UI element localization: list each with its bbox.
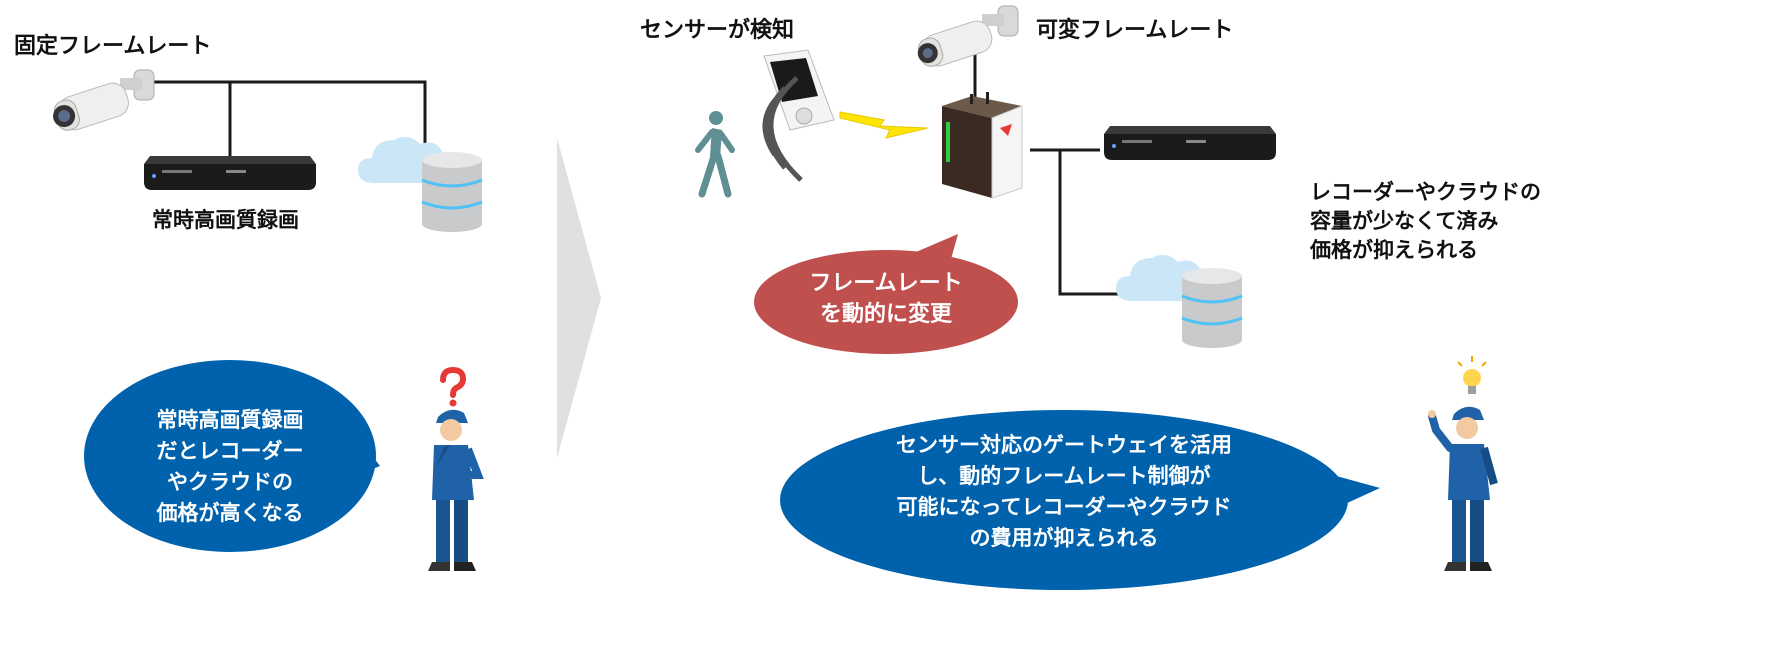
recorder-icon	[1104, 126, 1276, 160]
worker-icon	[428, 409, 484, 571]
recorder-caption: 常時高画質録画	[152, 208, 299, 232]
right-bubble-text: センサー対応のゲートウェイを活用 し、動的フレームレート制御が 可能になってレコ…	[854, 430, 1274, 554]
left-speech-bubble	[84, 360, 380, 552]
left-bubble-line: やクラウドの	[167, 470, 293, 494]
left-bubble-line: 価格が高くなる	[156, 501, 304, 525]
red-bubble-text: フレームレート を動的に変更	[786, 268, 986, 330]
transition-arrow	[557, 138, 601, 458]
left-bubble-line: 常時高画質録画	[156, 408, 304, 432]
result-line: 容量が少なくて済み	[1310, 209, 1499, 233]
security-camera-icon	[917, 5, 1019, 67]
gateway-icon	[942, 92, 1023, 199]
right-bubble-line: の費用が抑えられる	[969, 526, 1159, 550]
left-bubble-line: だとレコーダー	[156, 439, 304, 463]
red-speech-bubble	[754, 234, 1018, 354]
worker-icon	[1428, 406, 1498, 571]
database-icon	[1181, 268, 1243, 348]
right-title: 可変フレームレート	[1036, 18, 1234, 43]
detection-waves-icon	[762, 76, 803, 182]
result-text: レコーダーやクラウドの 容量が少なくて済み 価格が抑えられる	[1310, 178, 1541, 265]
left-bubble-text: 常時高画質録画 だとレコーダー やクラウドの 価格が高くなる	[120, 405, 340, 529]
result-line: 価格が抑えられる	[1310, 238, 1478, 262]
sensor-label: センサーが検知	[640, 18, 795, 43]
question-mark-icon	[440, 366, 467, 407]
lightning-icon	[839, 111, 929, 139]
security-camera-icon	[53, 69, 155, 131]
right-bubble-line: センサー対応のゲートウェイを活用	[896, 433, 1232, 457]
left-title: 固定フレームレート	[14, 34, 212, 59]
right-bubble-line: し、動的フレームレート制御が	[917, 464, 1211, 488]
walking-person-icon	[695, 111, 735, 198]
right-speech-bubble	[780, 410, 1380, 590]
right-bubble-line: 可能になってレコーダーやクラウド	[896, 495, 1232, 519]
recorder-icon	[144, 156, 316, 190]
result-line: レコーダーやクラウドの	[1310, 180, 1541, 204]
database-icon	[421, 152, 483, 232]
red-bubble-line: フレームレート	[809, 271, 963, 296]
red-bubble-line: を動的に変更	[819, 302, 952, 327]
light-bulb-icon	[1457, 356, 1487, 394]
